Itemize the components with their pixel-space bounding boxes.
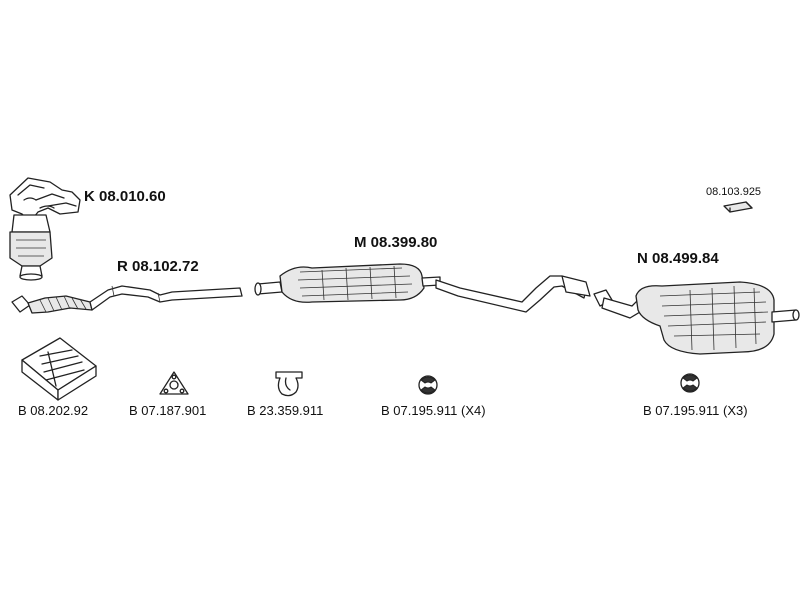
rear-bracket-drawing (723, 201, 753, 213)
rear-silencer-drawing (593, 281, 800, 355)
rubber-mount-mid-label: B 07.195.911 (X4) (381, 403, 486, 418)
manifold-catalyst-drawing (9, 177, 81, 281)
rear-bracket-label: 08.103.925 (706, 186, 762, 198)
mounting-kit-label: B 08.202.92 (18, 403, 89, 418)
gasket-label: B 07.187.901 (129, 403, 207, 418)
rubber-mount-rear-label: B 07.195.911 (X3) (643, 403, 748, 418)
rear-silencer-label: N 08.499.84 (637, 250, 719, 267)
middle-silencer-label: M 08.399.80 (354, 234, 438, 251)
manifold-catalyst-label: K 08.010.60 (84, 188, 166, 205)
clamp-drawing (275, 371, 303, 397)
front-pipe-drawing (11, 285, 243, 314)
rubber-mount-rear-drawing (680, 373, 700, 393)
clamp-label: B 23.359.911 (247, 403, 324, 418)
gasket-drawing (159, 371, 189, 395)
front-pipe-label: R 08.102.72 (117, 258, 199, 275)
rubber-mount-mid-drawing (418, 375, 438, 395)
mounting-kit-drawing (21, 337, 97, 401)
middle-silencer-drawing (254, 263, 591, 313)
